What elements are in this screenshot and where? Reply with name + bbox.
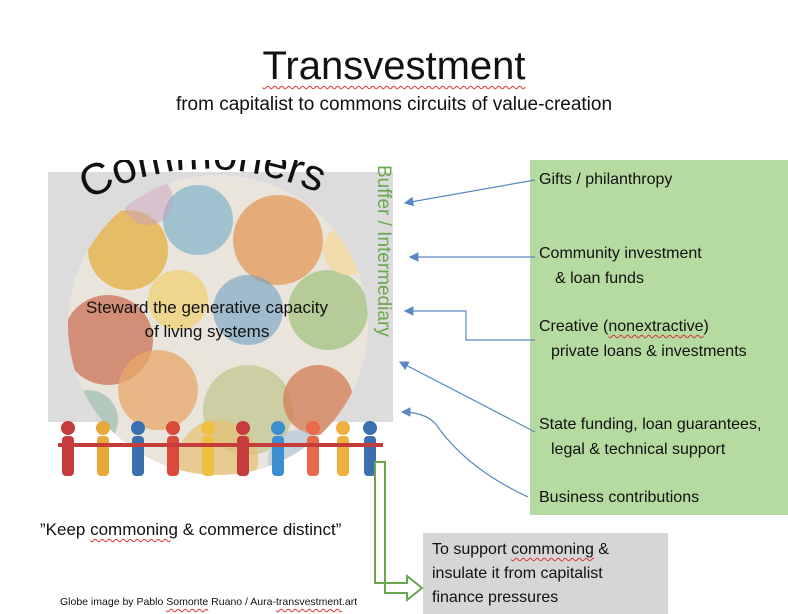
support-text: To support commoning & insulate it from …	[432, 541, 609, 606]
image-credit: Globe image by Pablo Somonte Ruano / Aur…	[60, 596, 358, 608]
buffer-intermediary-label: Buffer / Intermediary	[373, 165, 394, 337]
support-box	[423, 533, 668, 614]
arrow-business	[400, 407, 529, 498]
arrow-state	[398, 361, 536, 433]
steward-text: Steward the generative capacity of livin…	[72, 296, 342, 344]
svg-text:Buffer / Intermediary: Buffer / Intermediary	[373, 165, 394, 337]
globe-texture	[68, 175, 368, 475]
arrow-creative	[403, 306, 535, 341]
diagram-title: Transvestment	[262, 44, 526, 88]
steward-line-1: Steward the generative capacity	[86, 298, 328, 317]
motto-text: ”Keep commoning & commerce distinct”	[40, 520, 342, 539]
steward-line-2: of living systems	[144, 322, 270, 341]
arrow-gifts	[403, 179, 536, 207]
source-business-contributions: Business contributions	[539, 489, 700, 506]
funding-sources-panel	[530, 160, 788, 515]
people-chain	[58, 421, 383, 476]
source-creative-loans: Creative (nonextractive) private loans &…	[539, 318, 747, 360]
diagram-subtitle: from capitalist to commons circuits of v…	[175, 94, 613, 115]
source-gifts: Gifts / philanthropy	[539, 171, 673, 188]
commoners-globe-illustration: Commoners	[48, 160, 393, 476]
source-community-investment: Community investment & loan funds	[539, 245, 702, 287]
source-state-funding: State funding, loan guarantees, legal & …	[539, 416, 762, 458]
